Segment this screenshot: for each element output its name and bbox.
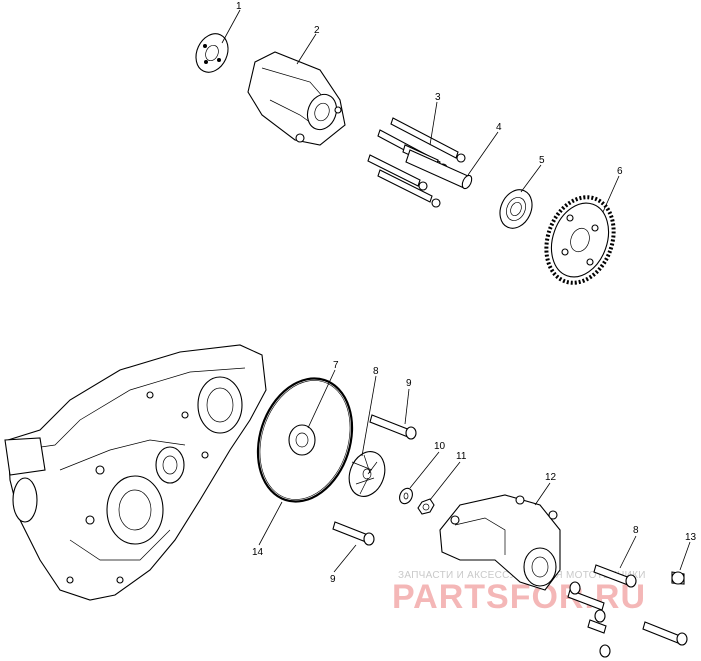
part-12-pump-cover [439,494,561,591]
callout-4: 4 [496,122,502,133]
crankcase [4,344,267,601]
callout-9-lower: 9 [330,574,336,585]
part-13-bolt [671,571,685,585]
part-9-bolt-lower [332,521,375,546]
callout-2: 2 [314,25,320,36]
watermark-main-text: PARTSFOR.RU [392,578,646,616]
callout-10: 10 [434,441,446,452]
part-6-gear [544,195,616,285]
callout-6: 6 [617,166,623,177]
callout-12: 12 [545,472,557,483]
callout-7: 7 [333,360,339,371]
callout-11: 11 [456,451,467,462]
part-8-impeller [348,451,386,497]
part-1-rotor-plate [195,33,229,73]
part-14-o-ring [256,377,354,503]
leader-lines [221,9,691,573]
part-10-washer [399,487,413,505]
callout-5: 5 [539,155,545,166]
callout-8: 8 [373,366,379,377]
part-2-pump-housing [247,51,346,146]
part-5-bearing [499,189,533,229]
callout-8-lower: 8 [633,525,639,536]
part-4-shaft [405,149,473,190]
callout-1: 1 [236,1,242,12]
part-8-bolts-lower [567,564,688,658]
part-11-nut [417,498,435,515]
part-9-bolt-upper [369,414,417,440]
callout-3: 3 [435,92,441,103]
callout-9-upper: 9 [406,378,412,389]
callout-13: 13 [685,532,697,543]
callouts: 1 2 3 4 5 6 7 8 9 10 11 12 14 9 8 13 [236,1,697,585]
callout-14: 14 [252,547,264,558]
part-7-seal [288,424,316,456]
